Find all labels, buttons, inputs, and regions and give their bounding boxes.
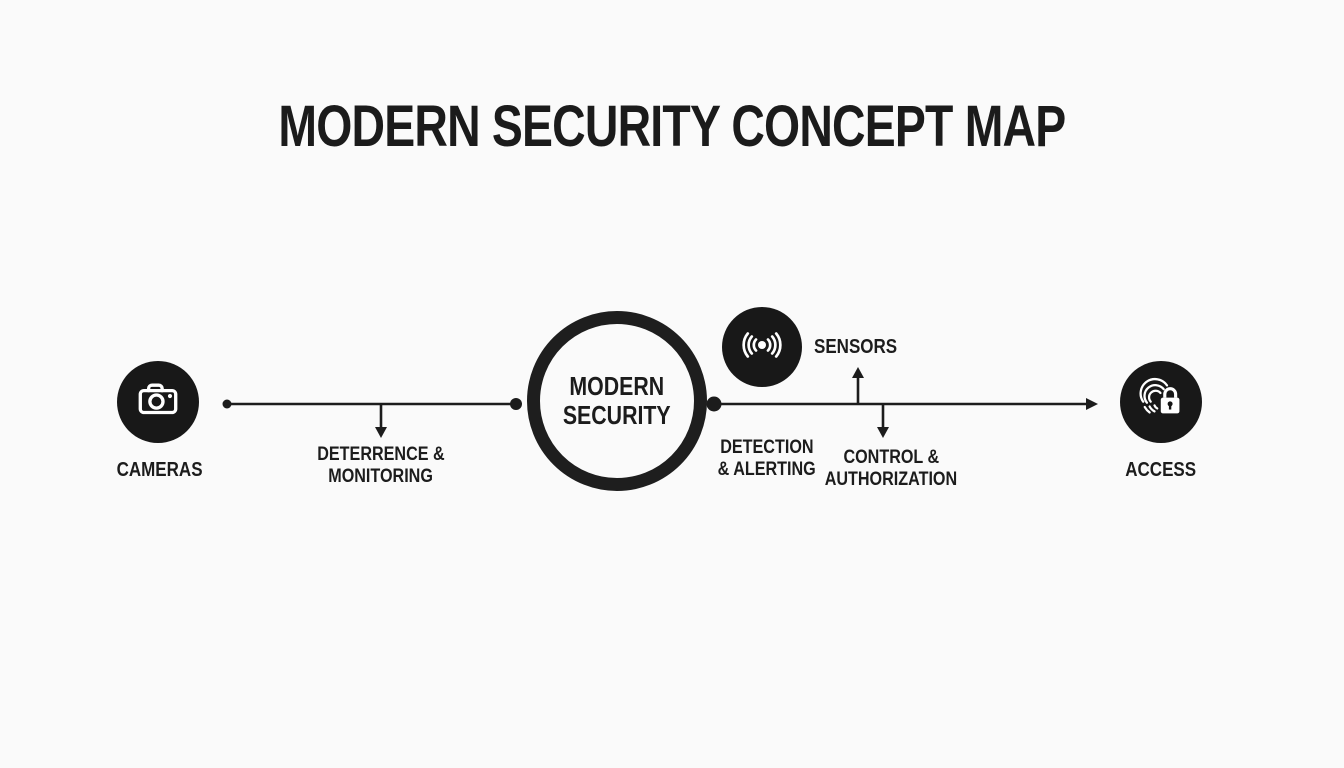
sensor-waves-icon (738, 321, 786, 374)
edge-center-access-start-dot (706, 396, 722, 412)
arrow-control (877, 427, 889, 438)
edge-label-deterrence-monitoring: DETERRENCE & MONITORING (317, 444, 445, 487)
page-title-text: MODERN SECURITY CONCEPT MAP (278, 94, 1066, 159)
center-node-label-line2: SECURITY (563, 400, 671, 430)
edge-cameras-center-start-dot (222, 399, 232, 409)
edge-label-control-authorization: CONTROL & AUTHORIZATION (824, 447, 958, 490)
fingerprint-lock-icon (1135, 374, 1187, 431)
node-sensors-label: SENSORS (814, 336, 898, 358)
edge-label-detection-alerting: DETECTION & ALERTING (717, 437, 817, 480)
node-cameras (117, 361, 199, 443)
arrow-access (1086, 398, 1098, 410)
page-title: MODERN SECURITY CONCEPT MAP (0, 98, 1344, 156)
node-sensors (722, 307, 802, 387)
center-node-label-line1: MODERN (569, 371, 665, 401)
camera-icon (133, 375, 183, 430)
arrow-sensors (852, 367, 864, 378)
node-access (1120, 361, 1202, 443)
edge-cameras-center-end-dot (510, 398, 522, 410)
node-access-label: ACCESS (1125, 459, 1197, 481)
arrow-deterrence (375, 427, 387, 438)
node-cameras-label: CAMERAS (117, 459, 203, 481)
